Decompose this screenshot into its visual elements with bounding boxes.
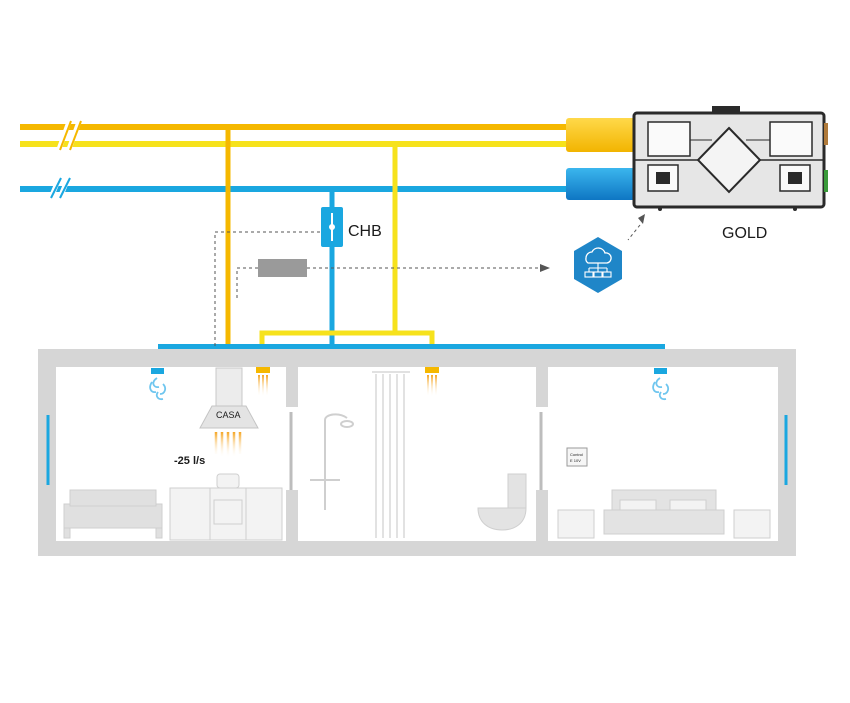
shower [310, 413, 354, 510]
extract-diffuser-2 [652, 368, 670, 401]
cloud-network-icon [574, 237, 622, 293]
main-ducts [20, 118, 636, 201]
vertical-ducts [158, 127, 665, 350]
gold-unit: GOLD [632, 106, 828, 242]
shower-curtain [372, 371, 410, 538]
casa-label: CASA [216, 410, 241, 420]
control-text-1: Control [570, 452, 583, 457]
extract-diffuser-1 [149, 368, 167, 401]
sofa [63, 489, 163, 539]
supply-diffuser-2 [425, 367, 439, 397]
control-lines [214, 224, 641, 350]
control-text-2: E 10V [570, 458, 581, 463]
bed [603, 489, 725, 535]
nightstands [557, 509, 771, 539]
chb-label: CHB [348, 223, 382, 240]
connector-blue [566, 168, 636, 200]
toilet [477, 473, 527, 531]
chb-damper: CHB [321, 207, 382, 247]
flow-label: -25 l/s [174, 455, 205, 467]
connector-yellow [566, 118, 636, 152]
casa-hood: CASA -25 l/s [174, 367, 259, 467]
controller-box [258, 259, 307, 277]
supply-diffuser-1 [256, 367, 270, 397]
control-panel: Control E 10V [566, 447, 588, 467]
kitchen-counter [169, 473, 283, 541]
gold-label: GOLD [722, 225, 767, 242]
